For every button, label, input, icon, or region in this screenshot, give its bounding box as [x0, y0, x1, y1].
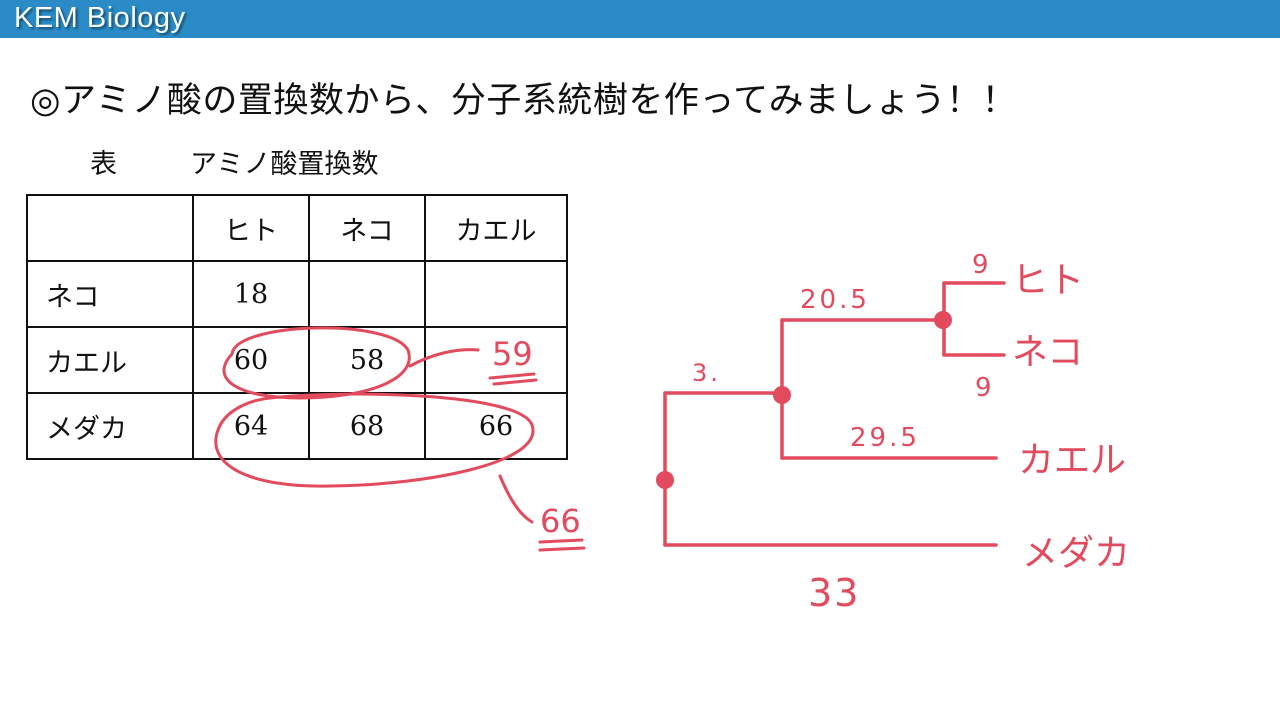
table-header-row: ヒト ネコ カエル [26, 194, 568, 262]
table-row-label: カエル [26, 326, 194, 394]
table-cell: 64 [192, 392, 310, 460]
table-header-cell: ヒト [192, 194, 310, 262]
header-bar: KEM Biology [0, 0, 1280, 38]
tree-node-mammals-frog [773, 386, 791, 404]
table-row-label: ネコ [26, 260, 194, 328]
branch-length-human-cat-stem: 20.5 [800, 285, 870, 315]
table-row: ネコ 18 [26, 260, 568, 328]
table-cell [308, 260, 426, 328]
table-row-label: メダカ [26, 392, 194, 460]
table-caption-label: 表 [90, 149, 117, 180]
leaf-label-cat: ネコ [1012, 332, 1083, 373]
avg-medaka-label: 66 [540, 502, 581, 540]
table-cell: 18 [192, 260, 310, 328]
underline-66 [538, 546, 586, 552]
table-cell: 66 [424, 392, 568, 460]
table-row: メダカ 64 68 66 [26, 392, 568, 460]
leaf-label-human: ヒト [1012, 260, 1084, 301]
branch-length-medaka: 33 [808, 571, 860, 615]
table-cell: 68 [308, 392, 426, 460]
table-cell: 58 [308, 326, 426, 394]
table-caption-title: アミノ酸置換数 [190, 149, 379, 180]
table-header-cell: カエル [424, 194, 568, 262]
table-cell [424, 260, 568, 328]
connector-line-59 [408, 348, 480, 368]
connector-line-66 [498, 474, 534, 524]
avg-frog-label: 59 [492, 335, 533, 373]
circle-medaka-values [214, 392, 535, 488]
circle-frog-values [222, 326, 411, 400]
header-title: KEM Biology [14, 2, 186, 34]
table-header-cell: ネコ [308, 194, 426, 262]
branch-length-mammal-frog-stem: 3. [692, 359, 721, 387]
tree-node-human-cat [934, 311, 952, 329]
table-header-corner [26, 194, 194, 262]
branch-length-human: 9 [972, 250, 989, 280]
underline-59 [492, 378, 538, 386]
branch-length-frog: 29.5 [850, 423, 920, 453]
underline-66 [538, 538, 584, 544]
branch-length-cat: 9 [975, 373, 992, 403]
page-title: ◎アミノ酸の置換数から、分子系統樹を作ってみましょう！！ [30, 81, 1018, 121]
leaf-label-frog: カエル [1018, 440, 1126, 481]
leaf-label-medaka: メダカ [1022, 533, 1130, 574]
tree-node-root [656, 471, 674, 489]
underline-59 [488, 372, 536, 380]
